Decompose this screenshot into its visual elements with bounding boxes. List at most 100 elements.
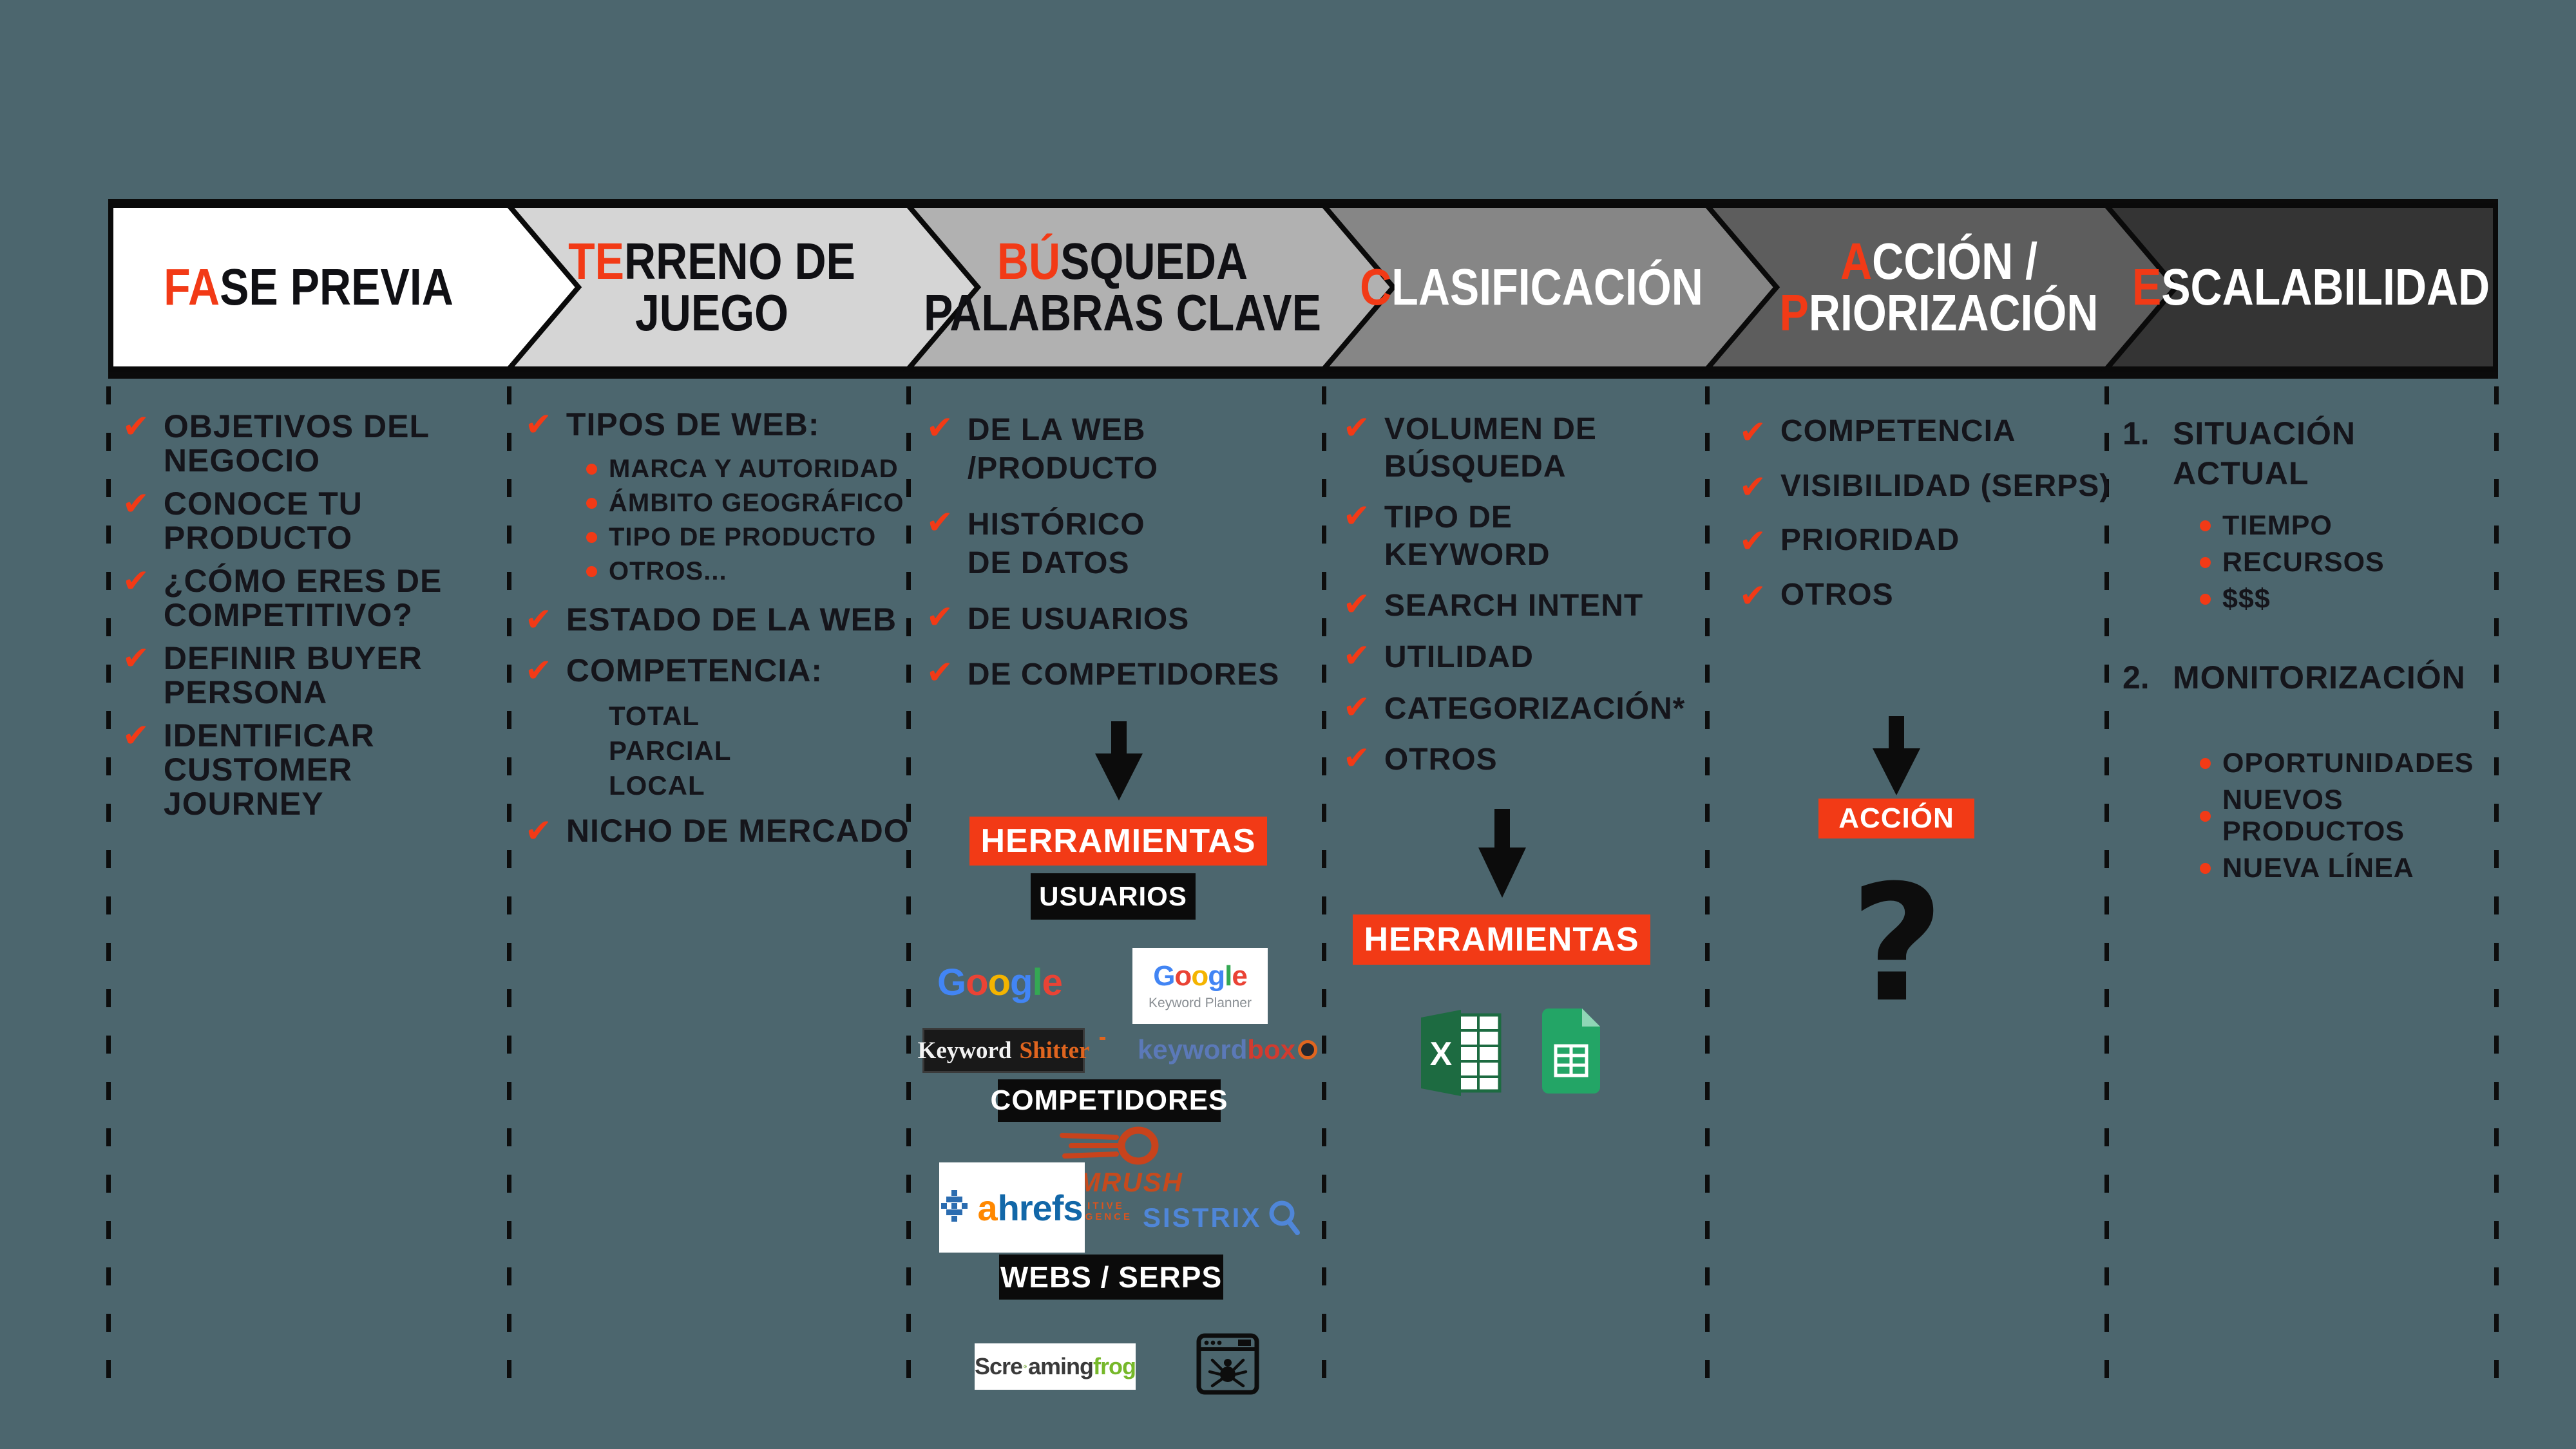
checklist-item: ✔OTROS [1343,741,1713,779]
phase-title-accent: FA [164,258,220,316]
checklist-item-label: OBJETIVOS DEL NEGOCIO [163,408,430,478]
phase-title-rest: PALABRAS CLAVE [923,284,1322,342]
google-sheets-icon [1542,1009,1600,1094]
column-clasificacion: ✔VOLUMEN DE BÚSQUEDA ✔TIPO DE KEYWORD ✔S… [1343,411,1713,793]
checklist-item: ✔VISIBILIDAD (SERPS) [1739,468,2113,504]
phase-header-terreno-de-juego: TERRENO DE JUEGO [515,203,908,372]
checklist-item: ✔ NICHO DE MERCADO [525,814,911,848]
checklist-item: ✔ OBJETIVOS DEL NEGOCIO [122,410,515,478]
bullet-item: NUEVOS PRODUCTOS [2200,784,2496,848]
checklist-item-label: DEFINIR BUYER PERSONA [163,640,423,710]
checklist-item-label: TIPO DE KEYWORD [1384,500,1550,572]
checklist-item: ✔ESTADO DE LA WEB [525,603,911,637]
bullet-label: NUEVOS PRODUCTOS [2222,784,2405,847]
usuarios-banner: USUARIOS [1031,873,1196,920]
bullet-dot-icon [586,532,597,543]
down-arrow-icon [1478,809,1526,898]
banner-label: HERRAMIENTAS [980,822,1256,860]
column-divider [106,386,111,1385]
bullet-dot-icon [586,498,597,509]
check-icon: ✔ [926,598,953,636]
ahrefs-logo: ahrefs [939,1162,1085,1253]
google-logo: Google [937,961,1063,1003]
semrush-fireball-icon [1060,1126,1159,1165]
checklist-item-label: VISIBILIDAD (SERPS) [1780,468,2111,503]
check-icon: ✔ [122,408,149,445]
item-label: MONITORIZACIÓN [2173,659,2466,696]
box-clock-icon [1298,1040,1318,1059]
checklist-item: ✔ COMPETENCIA [1739,415,2113,450]
accion-banner: ACCIÓN [1818,799,1974,838]
phase-header-accion-priorizacion: ACCIÓN / PRIORIZACIÓN [1739,203,2139,372]
bullet-dot-icon [586,464,597,475]
phase-arrow-shape-6 [2101,203,2498,372]
header-bottom-border [108,372,2498,379]
checklist-item: ✔PRIORIDAD [1739,524,2113,558]
checklist-item: ✔TIPO DE KEYWORD [1343,499,1713,573]
herramientas-banner: HERRAMIENTAS [969,817,1267,866]
bullet-item: NUEVA LÍNEA [2200,853,2496,884]
bullet-dot-icon [2200,520,2211,531]
checklist-item-label: HISTÓRICO DE DATOS [967,507,1145,581]
item-number: 2. [2123,659,2150,696]
phase-title-accent: BÚ [997,232,1061,290]
phase-header-clasificacion: CLASIFICACIÓN [1343,203,1720,372]
check-icon: ✔ [525,406,552,443]
down-arrow-icon [1095,721,1143,800]
bullet-label: TIEMPO [2222,510,2333,541]
column-divider [507,386,511,1385]
bullet-dot-icon [2200,863,2211,874]
checklist-item-label: OTROS [1780,577,1894,612]
bullet-item: OTROS... [586,557,911,586]
column-divider [1705,386,1710,1385]
phase-title-rest: SE PREVIA [220,258,453,316]
phase-title-accent: C [1360,258,1392,316]
bullet-label: MARCA Y AUTORIDAD [609,455,899,483]
bullet-label: OPORTUNIDADES [2222,748,2474,779]
check-icon: ✔ [525,652,552,689]
competidores-banner: COMPETIDORES [991,1079,1227,1122]
bullet-label: ÁMBITO GEOGRÁFICO [609,489,904,517]
excel-icon: X [1421,1010,1502,1096]
check-icon: ✔ [525,812,552,850]
herramientas-banner: HERRAMIENTAS [1353,914,1650,965]
bullet-dot-icon [2200,810,2211,822]
column-divider [2494,386,2499,1385]
check-icon: ✔ [926,409,953,446]
banner-label: USUARIOS [1039,881,1187,911]
bullet-label: TIPO DE PRODUCTO [609,523,877,551]
banner-label: COMPETIDORES [990,1084,1228,1116]
checklist-item-label: DE USUARIOS [967,601,1190,636]
bullet-label: RECURSOS [2222,547,2385,578]
svg-text:X: X [1430,1036,1453,1073]
column-accion-priorizacion: ✔ COMPETENCIA ✔VISIBILIDAD (SERPS) ✔PRIOR… [1739,415,2113,633]
bullet-item: MARCA Y AUTORIDAD [586,455,911,484]
logo-wordmark: SISTRIX [1143,1202,1262,1233]
check-icon: ✔ [122,717,149,754]
phase-title-rest: LASIFICACIÓN [1391,258,1703,316]
banner-label: WEBS / SERPS [1000,1260,1223,1294]
magnifier-icon [1269,1200,1301,1235]
checklist-item-label: NICHO DE MERCADO [566,813,910,849]
bullet-dot-icon [2200,557,2211,568]
bullet-item: $$$ [2200,583,2496,615]
item-number: 1. [2123,415,2150,451]
column-divider [1322,386,1326,1385]
phase-header-escalabilidad: ESCALABILIDAD [2126,203,2496,372]
checklist-item: ✔DE COMPETIDORES [926,656,1322,694]
check-icon: ✔ [1343,409,1370,446]
checklist-item-label: UTILIDAD [1384,639,1534,674]
numbered-item: 1. SITUACIÓN ACTUAL [2123,413,2496,493]
checklist-item-label: CATEGORIZACIÓN* [1384,691,1686,726]
check-icon: ✔ [122,485,149,522]
check-icon: ✔ [1739,413,1766,451]
checklist-item-label: COMPETENCIA [1780,414,2016,448]
checklist-item: ✔VOLUMEN DE BÚSQUEDA [1343,411,1713,485]
check-icon: ✔ [525,601,552,638]
sistrix-logo: SISTRIX [1143,1199,1301,1236]
header-top-border [108,199,2498,205]
keyword-shitter-logo: Keyword Shitter [918,1028,1106,1073]
checklist-item-label: DE LA WEB /PRODUCTO [967,413,1159,486]
